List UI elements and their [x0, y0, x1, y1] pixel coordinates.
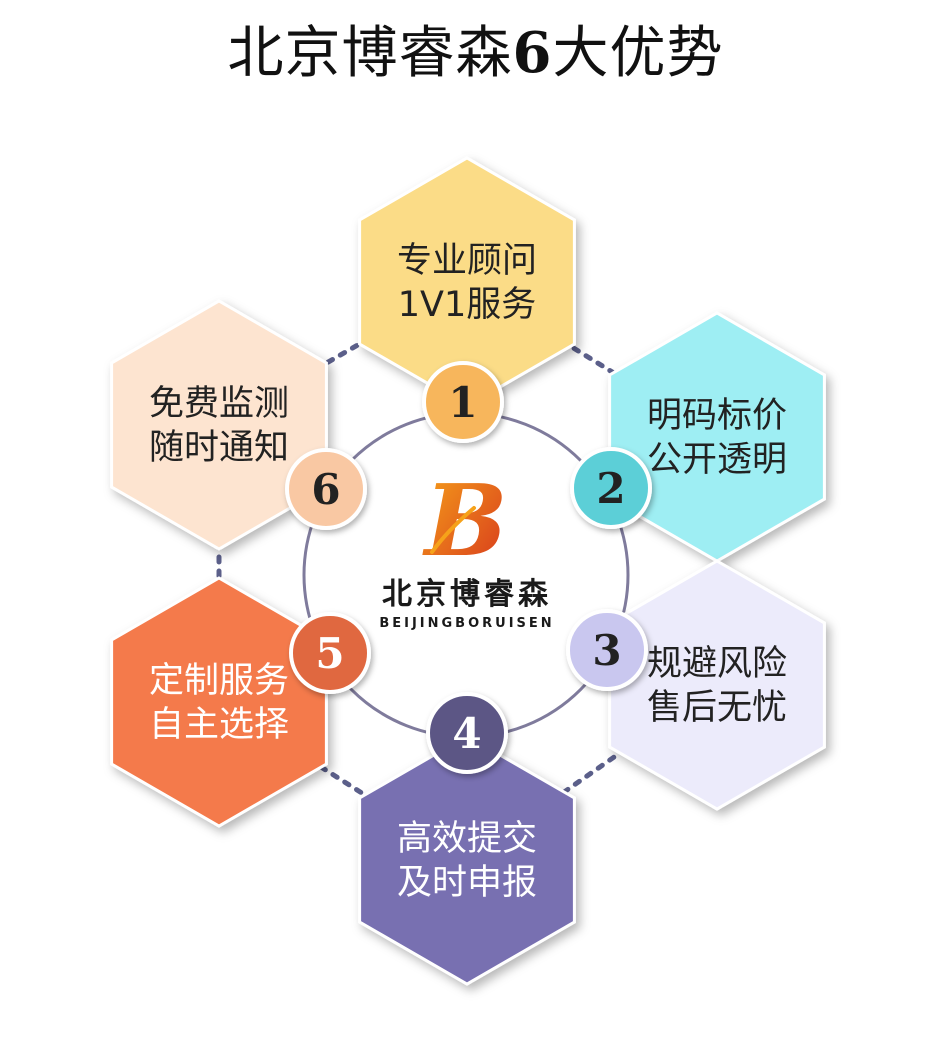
- advantage-line2-1: 1V1服务: [398, 285, 536, 325]
- advantage-line1-3: 规避风险: [647, 644, 787, 684]
- badge-circle-6: [285, 448, 367, 530]
- badge-number-5: 5: [315, 629, 344, 678]
- logo-name-cn: 北京博睿森: [382, 577, 552, 612]
- title-number: 6: [512, 20, 553, 86]
- advantage-line2-2: 公开透明: [647, 440, 787, 480]
- advantage-line1-2: 明码标价: [647, 396, 787, 436]
- badge-number-6: 6: [311, 465, 340, 514]
- badge-number-3: 3: [592, 626, 621, 675]
- hexagon-shape-5: [110, 576, 328, 828]
- advantage-line1-5: 定制服务: [149, 661, 289, 701]
- title-suffix: 大优势: [552, 21, 724, 86]
- number-badge-6: 6: [285, 448, 367, 530]
- badge-circle-3: [566, 609, 648, 691]
- hexagon-shape-3: [608, 559, 826, 811]
- hexagon-group: 专业顾问1V1服务明码标价公开透明规避风险售后无忧高效提交及时申报定制服务自主选…: [110, 156, 826, 986]
- badge-group: 1 2 3 4 5 6: [285, 361, 652, 774]
- badge-circle-1: [422, 361, 504, 443]
- badge-number-2: 2: [596, 464, 625, 513]
- number-badge-3: 3: [566, 609, 648, 691]
- logo-mark: B: [422, 464, 508, 579]
- number-badge-4: 4: [426, 692, 508, 774]
- logo-swoosh-icon: [430, 506, 476, 554]
- advantage-line2-6: 随时通知: [149, 428, 289, 468]
- hexagon-shape-4: [358, 734, 576, 986]
- advantage-line2-4: 及时申报: [397, 863, 537, 903]
- number-badge-2: 2: [570, 447, 652, 529]
- advantage-line1-1: 专业顾问: [397, 241, 537, 281]
- badge-number-1: 1: [448, 378, 477, 427]
- logo-name-en: BEIJINGBORUISEN: [379, 616, 554, 631]
- hexagon-shape-6: [110, 299, 328, 551]
- advantage-line1-6: 免费监测: [149, 384, 289, 424]
- hexagon-shape-2: [608, 311, 826, 563]
- page-title: 北京博睿森6大优势: [0, 18, 951, 89]
- number-badge-5: 5: [289, 612, 371, 694]
- badge-circle-5: [289, 612, 371, 694]
- number-badge-1: 1: [422, 361, 504, 443]
- advantage-line2-5: 自主选择: [149, 705, 289, 745]
- badge-number-4: 4: [452, 709, 481, 758]
- title-prefix: 北京博睿森: [227, 21, 513, 86]
- advantage-line1-4: 高效提交: [397, 819, 537, 859]
- advantage-line2-3: 售后无忧: [647, 688, 787, 728]
- company-logo: B 北京博睿森 BEIJINGBORUISEN: [379, 464, 554, 631]
- badge-circle-4: [426, 692, 508, 774]
- badge-circle-2: [570, 447, 652, 529]
